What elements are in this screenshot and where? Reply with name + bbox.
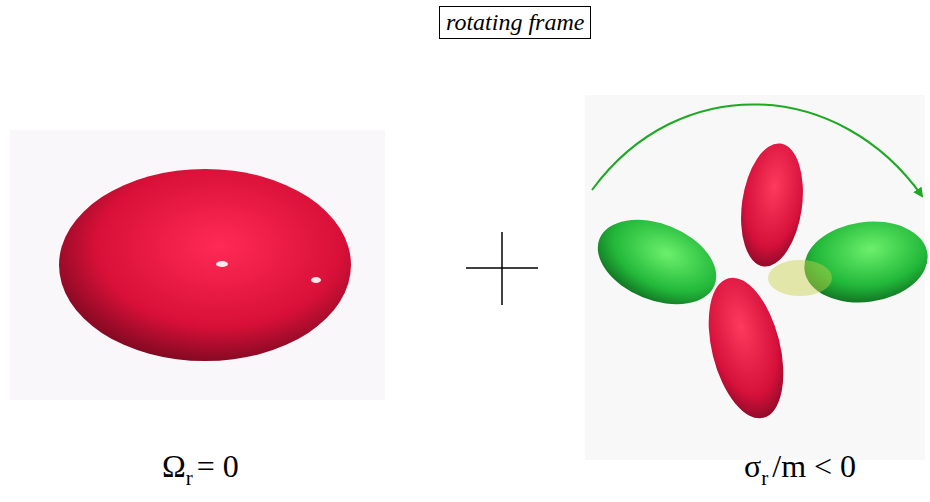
subscript: r: [761, 466, 768, 491]
rotation-arrow: [592, 104, 922, 196]
frame-title: rotating frame: [439, 6, 591, 39]
symbol: /m < 0: [772, 448, 856, 485]
symbol: Ω: [162, 448, 186, 485]
symbol: = 0: [197, 448, 239, 485]
plus-sign: [466, 232, 538, 305]
image-ground: [10, 130, 385, 400]
formula: σr/m < 0: [744, 448, 856, 485]
symbol: σ: [744, 448, 761, 485]
highlight: [216, 261, 228, 267]
ellipsoid: [59, 169, 351, 361]
quadrupole: [585, 139, 930, 426]
formula: Ωr= 0: [162, 448, 239, 485]
subscript: r: [186, 466, 193, 491]
highlight: [311, 277, 321, 283]
